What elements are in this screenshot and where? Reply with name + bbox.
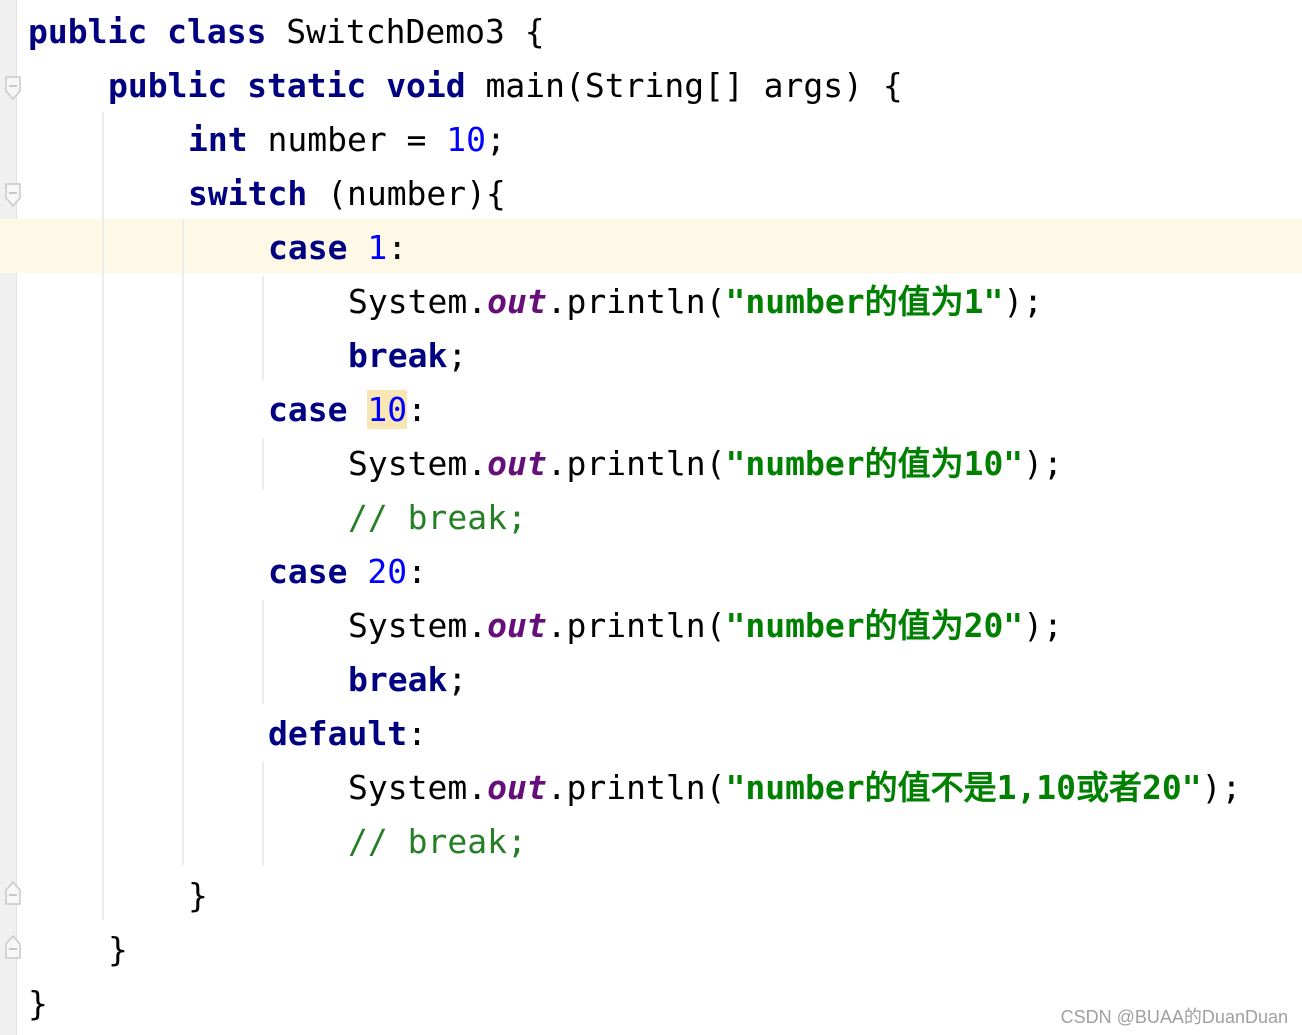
code-line[interactable]: switch (number){ bbox=[188, 167, 506, 221]
keyword: public bbox=[28, 12, 148, 51]
string-literal: "number的值为1" bbox=[725, 282, 1004, 321]
code-text: System. bbox=[348, 606, 488, 645]
fold-end-icon[interactable] bbox=[4, 934, 22, 960]
code-text: System. bbox=[348, 768, 488, 807]
code-text: ); bbox=[1023, 606, 1063, 645]
keyword: void bbox=[386, 66, 466, 105]
static-field: out bbox=[487, 444, 547, 483]
space bbox=[347, 228, 367, 267]
code-text: : bbox=[407, 552, 427, 591]
static-field: out bbox=[487, 282, 547, 321]
code-text: .println( bbox=[546, 768, 726, 807]
code-line[interactable]: default: bbox=[268, 707, 427, 761]
number-literal-highlighted: 10 bbox=[367, 390, 408, 429]
code-line[interactable]: System.out.println("number的值不是1,10或者20")… bbox=[348, 761, 1241, 815]
indent-guide bbox=[262, 276, 264, 380]
code-text: .println( bbox=[546, 282, 726, 321]
current-line-highlight bbox=[0, 219, 1302, 273]
code-line[interactable]: System.out.println("number的值为10"); bbox=[348, 437, 1063, 491]
keyword: case bbox=[268, 228, 348, 267]
code-line[interactable]: int number = 10; bbox=[188, 113, 506, 167]
static-field: out bbox=[487, 768, 547, 807]
code-line[interactable]: } bbox=[108, 923, 128, 977]
keyword: int bbox=[188, 120, 248, 159]
code-text: ; bbox=[486, 120, 506, 159]
code-line[interactable]: break; bbox=[348, 329, 467, 383]
code-text: ); bbox=[1003, 282, 1044, 321]
code-line[interactable]: System.out.println("number的值为20"); bbox=[348, 599, 1063, 653]
code-text: ; bbox=[447, 336, 468, 375]
fold-icon[interactable] bbox=[4, 182, 22, 208]
code-text: main(String[] args) { bbox=[465, 66, 903, 105]
watermark: CSDN @BUAA的DuanDuan bbox=[1060, 1007, 1288, 1027]
closing-brace: } bbox=[28, 984, 48, 1023]
code-text: ; bbox=[447, 660, 468, 699]
code-text: : bbox=[387, 228, 408, 267]
keyword: public bbox=[108, 66, 228, 105]
keyword: static bbox=[247, 66, 367, 105]
indent-guide bbox=[262, 600, 264, 704]
code-line[interactable]: case 10: bbox=[268, 383, 427, 437]
fold-icon[interactable] bbox=[4, 75, 22, 101]
code-line[interactable]: public class SwitchDemo3 { bbox=[28, 5, 545, 59]
keyword: case bbox=[268, 390, 348, 429]
closing-brace: } bbox=[108, 930, 128, 969]
indent-guide bbox=[262, 438, 264, 490]
string-literal: "number的值为10" bbox=[725, 444, 1024, 483]
number-literal: 1 bbox=[367, 228, 388, 267]
code-line[interactable]: // break; bbox=[348, 815, 527, 869]
code-text: : bbox=[407, 390, 427, 429]
number-literal: 10 bbox=[446, 120, 487, 159]
indent-guide bbox=[102, 112, 104, 920]
string-literal: "number的值不是1,10或者20" bbox=[725, 768, 1202, 807]
code-text: number = bbox=[247, 120, 447, 159]
keyword: break bbox=[348, 336, 448, 375]
keyword: case bbox=[268, 552, 348, 591]
number-literal: 20 bbox=[367, 552, 408, 591]
code-line[interactable]: // break; bbox=[348, 491, 527, 545]
indent-guide bbox=[182, 220, 184, 865]
code-text: ); bbox=[1023, 444, 1063, 483]
keyword: class bbox=[167, 12, 267, 51]
code-text: .println( bbox=[546, 606, 726, 645]
indent-guide bbox=[262, 762, 264, 866]
code-text: System. bbox=[348, 282, 488, 321]
static-field: out bbox=[487, 606, 547, 645]
code-line[interactable]: System.out.println("number的值为1"); bbox=[348, 275, 1043, 329]
space bbox=[347, 390, 367, 429]
keyword: default bbox=[268, 714, 408, 753]
code-text: (number){ bbox=[307, 174, 506, 213]
code-text: ); bbox=[1201, 768, 1242, 807]
keyword: switch bbox=[188, 174, 308, 213]
code-line[interactable]: } bbox=[188, 869, 208, 923]
space bbox=[347, 552, 367, 591]
closing-brace: } bbox=[188, 876, 208, 915]
code-text: SwitchDemo3 { bbox=[266, 12, 545, 51]
code-text: .println( bbox=[546, 444, 726, 483]
comment: // break; bbox=[348, 498, 527, 537]
comment: // break; bbox=[348, 822, 527, 861]
code-line[interactable]: public static void main(String[] args) { bbox=[108, 59, 903, 113]
code-line[interactable]: case 20: bbox=[268, 545, 427, 599]
code-text: System. bbox=[348, 444, 488, 483]
code-line[interactable]: break; bbox=[348, 653, 467, 707]
fold-end-icon[interactable] bbox=[4, 880, 22, 906]
code-text: : bbox=[407, 714, 427, 753]
keyword: break bbox=[348, 660, 448, 699]
code-line[interactable]: case 1: bbox=[268, 221, 407, 275]
code-line[interactable]: } bbox=[28, 977, 48, 1031]
string-literal: "number的值为20" bbox=[725, 606, 1024, 645]
